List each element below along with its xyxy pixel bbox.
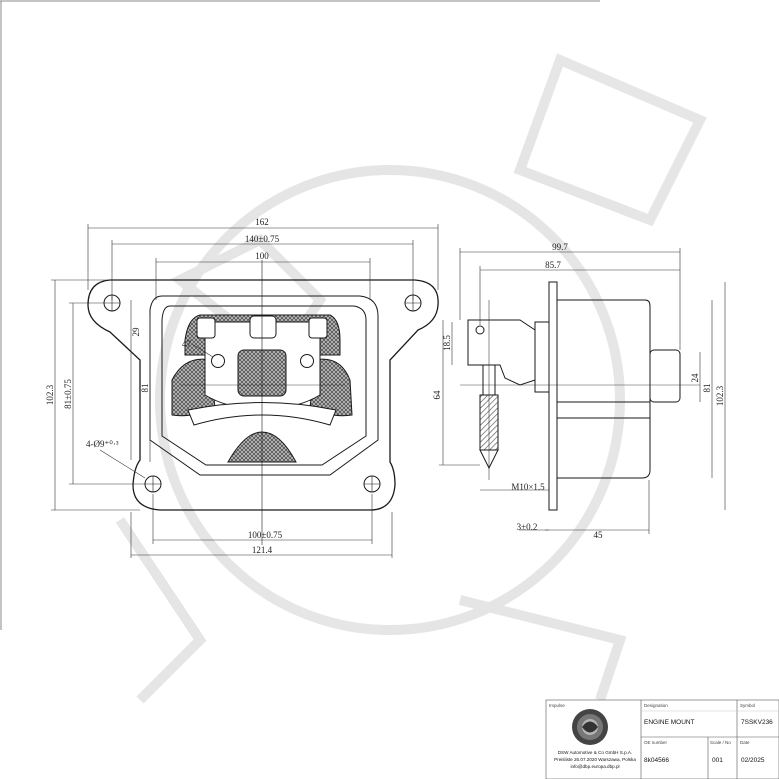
tb-company-line3: info@dbp.europa.dbp.pl [570,764,619,769]
tb-symbol-value: 7SSKV236 [741,719,773,726]
dim-height-81-inner: 81 [140,384,150,393]
tb-symbol-label: Symbol [740,703,755,708]
dim-height-24: 24 [690,373,700,383]
dim-height-18: 18.5 [442,335,452,351]
dim-hole-47: 47 [182,339,192,349]
tb-scale-label: Scale / No [710,740,731,745]
dim-height-29: 29 [131,327,141,337]
bolt-hole [144,475,162,493]
tb-designation-label: Designation [644,703,668,708]
dim-width-162: 162 [255,217,269,227]
tb-company-line1: DSW Automotive & Co GmbH S.p.A. [558,750,633,755]
tb-impulse-label: Impulse [549,703,565,708]
dim-height-81-right: 81 [702,384,712,393]
dim-depth-99: 99.7 [552,242,568,252]
bolt-hole [363,475,381,493]
dim-width-100-top: 100 [255,251,269,261]
front-dimension-lines [51,224,439,558]
dim-width-140: 140±0.75 [245,234,280,244]
dim-height-102-right: 102.3 [715,385,725,406]
dim-hole-449: 4-Ø9⁺⁰·³ [86,439,119,449]
side-view [460,281,700,511]
tb-scale-value: 001 [712,757,723,764]
dim-thick-3: 3±0.2 [517,522,538,532]
dim-width-100-bottom: 100±0.75 [248,530,283,540]
side-dimension-lines [439,248,726,534]
tb-designation-value: ENGINE MOUNT [644,719,695,726]
dim-depth-85: 85.7 [545,260,561,270]
tb-oe-value: 8k04566 [644,757,669,764]
dim-bolt-m10: M10×1.5 [511,482,545,492]
tb-company-line2: Preisliste 26.07.2020 Warszawa, Polska [554,757,636,762]
tb-date-value: 02/2025 [741,757,765,764]
dim-height-102-left: 102.3 [45,384,55,405]
front-view [87,260,439,545]
dim-height-81-tol: 81±0.75 [63,379,73,409]
company-seal [572,709,608,745]
dim-len-45: 45 [594,530,604,540]
dim-height-64: 64 [432,390,442,400]
tb-oe-label: OE number [644,740,668,745]
dim-width-121: 121.4 [252,545,273,555]
tb-date-label: Date [740,740,750,745]
